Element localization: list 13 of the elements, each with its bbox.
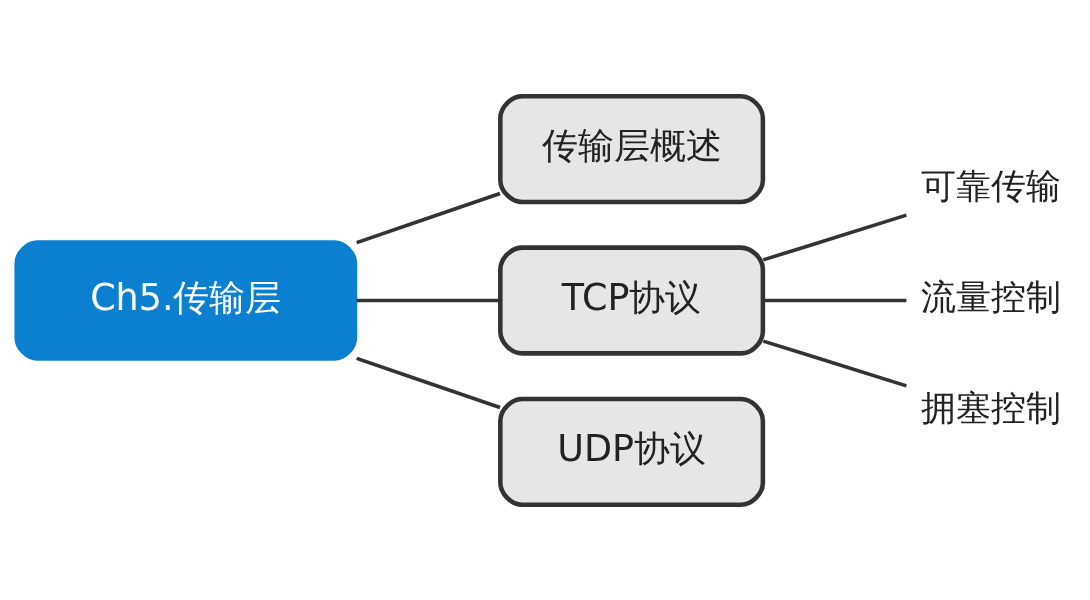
node-box: UDP协议 xyxy=(498,396,766,507)
connector xyxy=(762,212,907,262)
node-box: TCP协议 xyxy=(498,244,766,356)
node-text: 拥塞控制 xyxy=(920,387,1061,428)
connector xyxy=(763,298,907,302)
connector xyxy=(356,298,500,302)
node-box: 传输层概述 xyxy=(498,93,766,204)
connector xyxy=(762,338,907,388)
node-box: Ch5.传输层 xyxy=(14,239,358,361)
node-text: 流量控制 xyxy=(920,276,1061,317)
node-text: 可靠传输 xyxy=(920,165,1061,206)
connector xyxy=(356,356,501,409)
connector xyxy=(356,191,501,244)
